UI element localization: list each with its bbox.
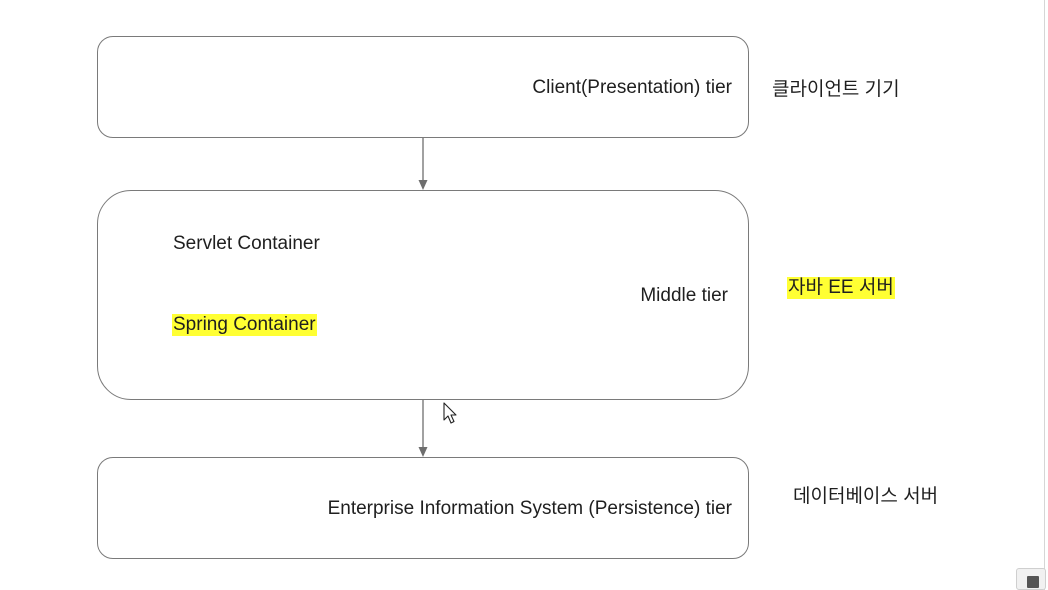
scroll-to-top-button[interactable] <box>1016 568 1046 590</box>
eis-tier-box: Enterprise Information System (Persisten… <box>97 457 749 559</box>
client-device-note: 클라이언트 기기 <box>772 79 900 100</box>
servlet-container-label: Servlet Container <box>173 233 320 254</box>
client-tier-label: Client(Presentation) tier <box>532 77 732 98</box>
arrow-middle-to-eis <box>418 400 428 457</box>
client-tier-box: Client(Presentation) tier <box>97 36 749 138</box>
scroll-to-top-icon <box>1027 576 1039 588</box>
middle-tier-box: Servlet Container Spring Container Middl… <box>97 190 749 400</box>
page-edge-divider <box>1044 0 1045 590</box>
arrow-client-to-middle <box>418 138 428 190</box>
java-ee-server-note: 자바 EE 서버 <box>787 277 895 299</box>
middle-tier-label: Middle tier <box>640 285 728 306</box>
eis-tier-label: Enterprise Information System (Persisten… <box>327 498 732 519</box>
spring-container-label: Spring Container <box>172 314 317 336</box>
mouse-pointer-icon <box>443 402 457 424</box>
database-server-note: 데이터베이스 서버 <box>793 486 939 507</box>
